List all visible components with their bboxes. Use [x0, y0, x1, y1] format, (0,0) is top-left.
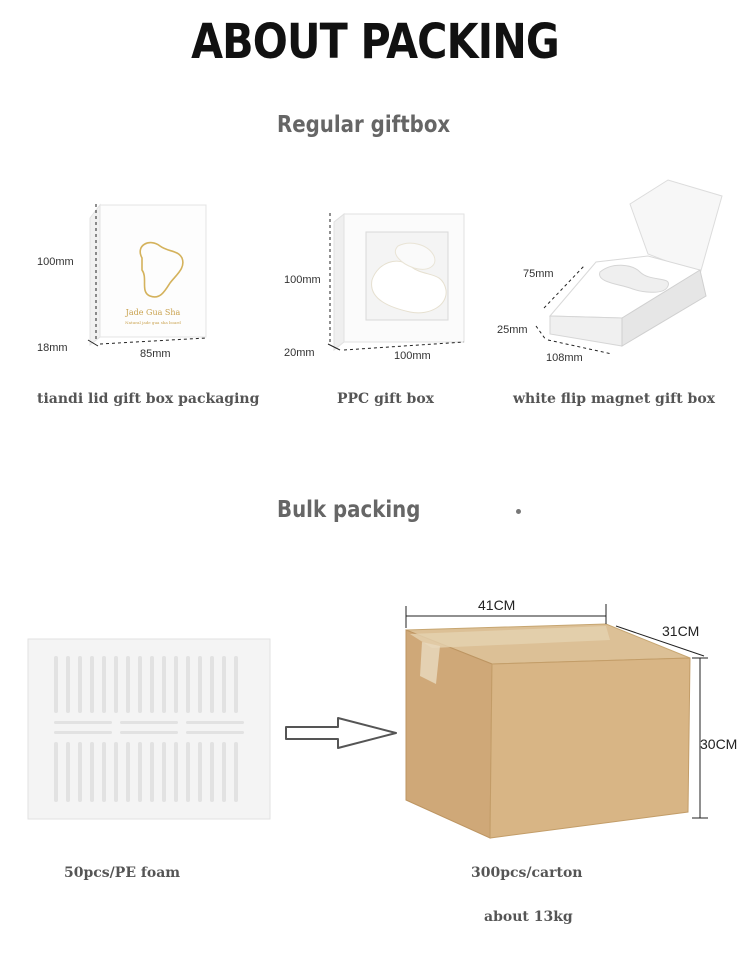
carton-length-label: 41CM: [478, 597, 516, 613]
ppc-width-label: 100mm: [394, 350, 431, 362]
tiandi-depth-label: 18mm: [37, 342, 68, 354]
ppc-height-label: 100mm: [284, 274, 321, 286]
foam-caption: 50pcs/PE foam: [64, 865, 181, 881]
carton-caption: 300pcs/carton: [471, 865, 583, 881]
tiandi-caption: tiandi lid gift box packaging: [37, 391, 260, 407]
flip-depth-label: 25mm: [497, 324, 528, 336]
ppc-depth-label: 20mm: [284, 347, 315, 359]
tiandi-width-label: 85mm: [140, 348, 171, 360]
flip-height-label: 75mm: [523, 268, 554, 280]
bulk-packing-heading: Bulk packing: [277, 497, 421, 523]
carton-weight: about 13kg: [484, 909, 573, 925]
carton-width-label: 31CM: [662, 623, 700, 639]
decorative-dot: [516, 509, 521, 514]
page-title: ABOUT PACKING: [191, 14, 560, 70]
tiandi-print-title: Jade Gua Sha: [125, 308, 181, 317]
tiandi-height-label: 100mm: [37, 256, 74, 268]
tiandi-print-subtitle: Natural jade gua sha board: [125, 320, 181, 325]
ppc-caption: PPC gift box: [337, 391, 435, 407]
regular-giftbox-heading: Regular giftbox: [277, 112, 451, 138]
flip-width-label: 108mm: [546, 352, 583, 364]
flip-caption: white flip magnet gift box: [513, 391, 716, 407]
carton-height-label: 30CM: [700, 736, 738, 752]
